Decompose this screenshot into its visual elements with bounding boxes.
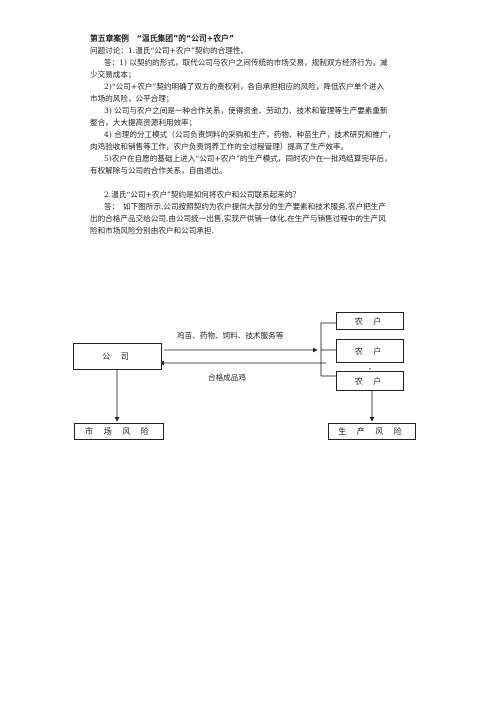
answer-1-line: 肉鸡验收和销售等工作，农户负责饲养工作的全过程管理）提高了生产效率。 <box>90 142 349 151</box>
production-risk-box: 生 产 风 险 <box>328 423 416 440</box>
farmer-label: 农 户 <box>354 316 386 326</box>
answer-1-line: 5)农户在自愿的基础上进入“公司+农户”的生产模式，同时农户在一批鸡结算完毕后， <box>104 154 392 163</box>
supply-label: 鸡苗、药物、饲料、技术服务等 <box>177 331 284 340</box>
answer-1-line: 整合，大大提高资源利用效率； <box>90 118 197 127</box>
answer-1-line: 4) 合理的分工模式（公司负责饲料的采购和生产，药物、种苗生产，技术研究和推广， <box>104 130 396 139</box>
company-label: 公 司 <box>102 352 133 361</box>
answer-1-line: 有权解除与公司的合作关系，自由退出。 <box>90 166 227 175</box>
farmer-box-mid: 农 户 <box>336 339 404 363</box>
answer-1-line: 市场的风险，公平合理； <box>90 94 174 103</box>
answer-1-line: 答：1) 以契约的形式，取代公司与农户之间传统的市场交易，规制双方经济行为，减 <box>104 58 388 67</box>
question-2: 2.温氏“公司+农户”契约是如何将农户和公司联系起来的？ <box>104 190 301 199</box>
farmer-label: 农 户 <box>354 346 386 356</box>
answer-2-line: 险和市场风险分别由农户和公司承担. <box>90 226 214 235</box>
case-title: 第五章案例 “温氏集团”的“公司+农户” <box>90 34 234 43</box>
question-1: 问题讨论：1.温氏“公司+农户”契约的合理性。 <box>90 46 249 55</box>
answer-1-line: 少交易成本； <box>90 70 136 79</box>
farmer-box-top: 农 户 <box>336 312 404 330</box>
answer-1-line: 2)“公司+农户”契约明确了双方的责权利，各自承担相应的风险，降低农户单个进入 <box>104 82 385 91</box>
company-box: 公 司 <box>73 343 162 370</box>
answer-2-line: 出的合格产品交给公司,由公司统一出售,实现产供销一体化,在生产与销售过程中的生产… <box>90 214 386 223</box>
answer-2-line: 答： 如下图所示,公司按照契约为农户提供大部分的生产要素和技术服务,农户把生产 <box>104 202 386 211</box>
market-risk-label: 市 场 风 险 <box>85 427 153 436</box>
product-label: 合格成品鸡 <box>208 373 246 382</box>
farmer-label: 农 户 <box>354 376 386 386</box>
production-risk-label: 生 产 风 险 <box>338 427 406 436</box>
farmer-box-bottom: 农 户 <box>336 371 404 391</box>
market-risk-box: 市 场 风 险 <box>74 423 164 440</box>
answer-1-line: 3) 公司与农户之间是一种合作关系，使得资金、劳动力、技术和管理等生产要素重新 <box>104 106 388 115</box>
text-block: 第五章案例 “温氏集团”的“公司+农户” 问题讨论：1.温氏“公司+农户”契约的… <box>90 33 420 237</box>
